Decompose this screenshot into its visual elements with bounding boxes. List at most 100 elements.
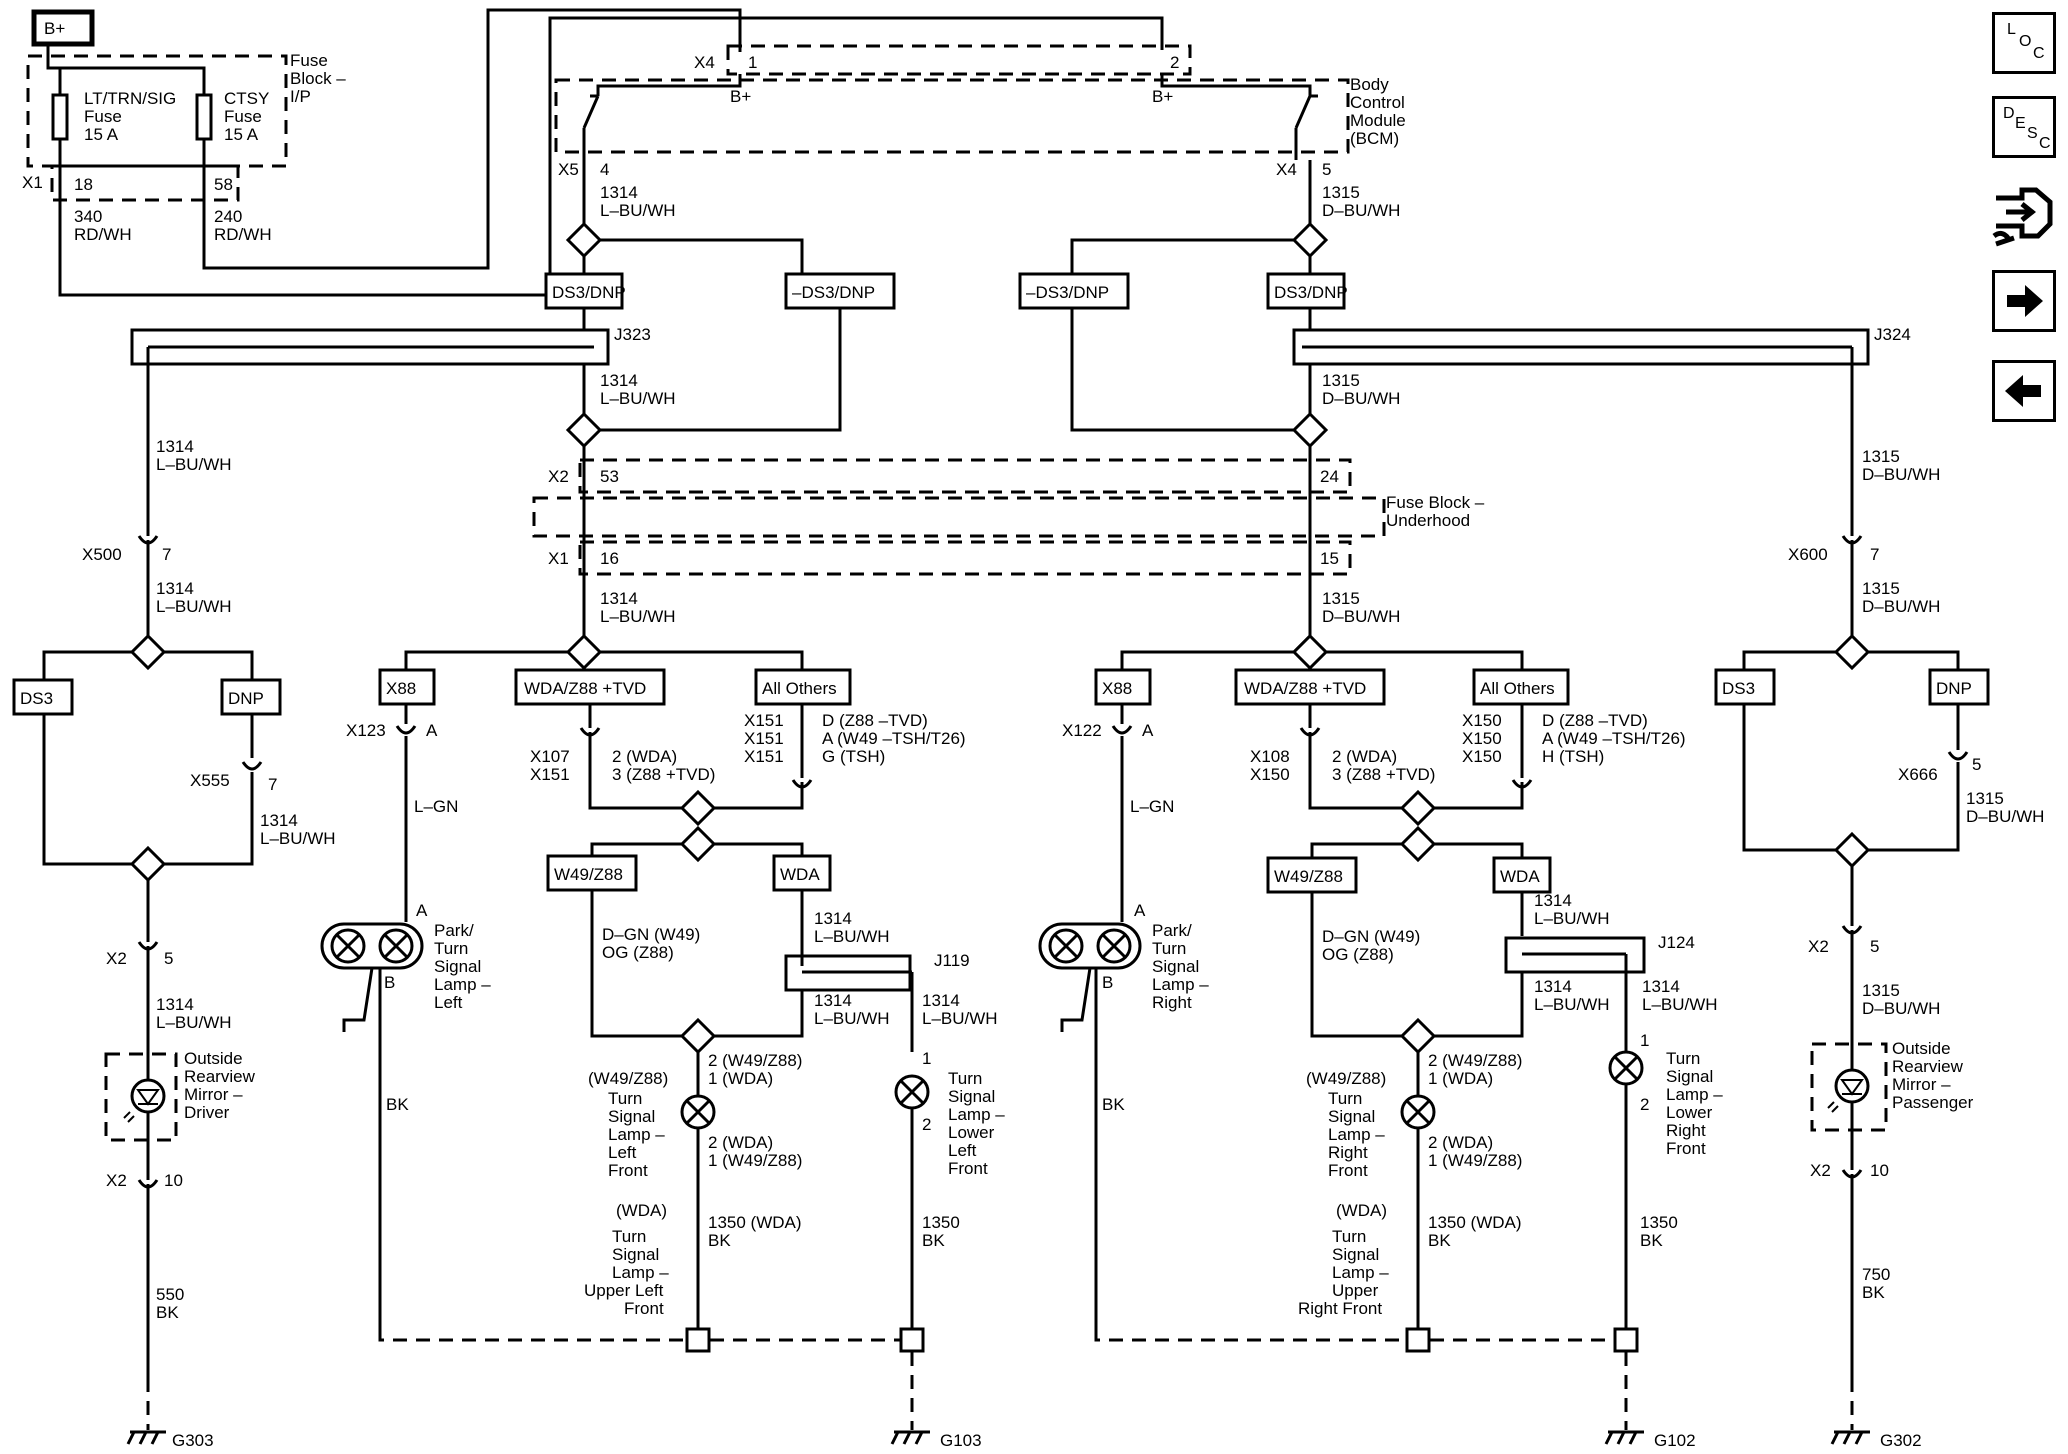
svg-text:1350: 1350 xyxy=(922,1213,960,1232)
x108-pins: 2 (WDA)3 (Z88 +TVD) xyxy=(1332,747,1435,784)
desc-letter-c: C xyxy=(2039,135,2051,152)
splice-diamond-l3 xyxy=(566,634,602,670)
svg-text:X107: X107 xyxy=(530,747,570,766)
svg-text:D–GN (W49): D–GN (W49) xyxy=(602,925,700,944)
splice-diamond-l6 xyxy=(680,1018,716,1054)
svg-text:2 (WDA): 2 (WDA) xyxy=(1332,747,1397,766)
svg-text:LT/TRN/SIG: LT/TRN/SIG xyxy=(84,89,176,108)
mirror-passenger-box xyxy=(1810,1042,1888,1132)
opt-dnp-right-text: DNP xyxy=(1936,679,1972,698)
opt-nds3dnp-left xyxy=(784,272,896,310)
svg-text:L–BU/WH: L–BU/WH xyxy=(814,927,890,946)
svg-text:Turn: Turn xyxy=(1332,1227,1366,1246)
opt-ds3-right-text: DS3 xyxy=(1722,679,1755,698)
x2b-driver-label: X2 xyxy=(106,1171,127,1190)
svg-text:15 A: 15 A xyxy=(224,125,259,144)
svg-text:2 (WDA): 2 (WDA) xyxy=(612,747,677,766)
splice-diamond-r3 xyxy=(1292,634,1328,670)
svg-text:Signal: Signal xyxy=(1152,957,1199,976)
svg-text:Signal: Signal xyxy=(1666,1067,1713,1086)
x666-label: X666 xyxy=(1898,765,1938,784)
svg-text:I/P: I/P xyxy=(290,87,311,106)
location-button[interactable]: L O C xyxy=(1992,12,2056,74)
connector-x4-top xyxy=(726,44,1192,76)
lamp-rf-w49-label: (W49/Z88) xyxy=(1306,1069,1386,1088)
previous-page-button[interactable] xyxy=(1992,360,2056,422)
x107-pins: 2 (WDA)3 (Z88 +TVD) xyxy=(612,747,715,784)
x2b-pass-label: X2 xyxy=(1810,1161,1831,1180)
x2-driver-pin-5: 5 xyxy=(164,949,173,968)
opt-ds3-left-text: DS3 xyxy=(20,689,53,708)
connector-x1-uh xyxy=(578,540,1352,576)
svg-text:X151: X151 xyxy=(744,711,784,730)
svg-text:CTSY: CTSY xyxy=(224,89,269,108)
park-right-pin-a: A xyxy=(1134,901,1146,920)
wire-lgn-right: L–GN xyxy=(1130,797,1174,816)
uh-x2-label: X2 xyxy=(548,467,569,486)
svg-text:Outside: Outside xyxy=(1892,1039,1951,1058)
svg-text:Signal: Signal xyxy=(434,957,481,976)
svg-text:Mirror –: Mirror – xyxy=(1892,1075,1951,1094)
connector-x122 xyxy=(1111,724,1133,735)
bplus-left: B+ xyxy=(730,87,751,106)
svg-text:X150: X150 xyxy=(1250,765,1290,784)
uh-pin-16: 16 xyxy=(600,549,619,568)
x555-pin-7: 7 xyxy=(268,775,277,794)
svg-text:Turn: Turn xyxy=(608,1089,642,1108)
svg-text:A (W49 –TSH/T26): A (W49 –TSH/T26) xyxy=(822,729,966,748)
opt-dnp-left xyxy=(220,678,282,716)
svg-text:Module: Module xyxy=(1350,111,1406,130)
loc-letter-c: C xyxy=(2033,45,2045,62)
desc-letter-d: D xyxy=(2003,105,2015,122)
svg-text:Mirror –: Mirror – xyxy=(184,1085,243,1104)
description-button[interactable]: D E S C xyxy=(1992,96,2056,158)
svg-text:Left: Left xyxy=(608,1143,637,1162)
svg-text:Fuse Block –: Fuse Block – xyxy=(1386,493,1485,512)
svg-text:1314: 1314 xyxy=(600,371,638,390)
x500-pin-7: 7 xyxy=(162,545,171,564)
next-page-button[interactable] xyxy=(1992,270,2056,332)
wire-lgn-left: L–GN xyxy=(414,797,458,816)
svg-text:X151: X151 xyxy=(530,765,570,784)
svg-text:1315: 1315 xyxy=(1862,579,1900,598)
svg-text:3 (Z88 +TVD): 3 (Z88 +TVD) xyxy=(612,765,715,784)
turn-lamp-lower-right-icon xyxy=(1608,1050,1644,1086)
svg-text:Fuse: Fuse xyxy=(224,107,262,126)
splice-diamond-r5 xyxy=(1400,826,1436,862)
svg-text:1314: 1314 xyxy=(922,991,960,1010)
svg-text:1314: 1314 xyxy=(814,991,852,1010)
wire-1350-wda-left: 1350 (WDA)BK xyxy=(708,1213,802,1250)
opt-nds3dnp-right xyxy=(1018,272,1130,310)
svg-text:Turn: Turn xyxy=(1328,1089,1362,1108)
x2b-driver-pin-10: 10 xyxy=(164,1171,183,1190)
svg-text:1315: 1315 xyxy=(1862,447,1900,466)
connector-x555 xyxy=(241,760,263,771)
svg-text:L–BU/WH: L–BU/WH xyxy=(600,607,676,626)
desc-letter-e: E xyxy=(2015,115,2026,132)
uh-pin-53: 53 xyxy=(600,467,619,486)
svg-text:L–BU/WH: L–BU/WH xyxy=(156,1013,232,1032)
opt-all-others-left xyxy=(754,668,852,706)
connector-view-button[interactable] xyxy=(1992,182,2056,247)
svg-text:D–BU/WH: D–BU/WH xyxy=(1322,389,1400,408)
svg-text:1314: 1314 xyxy=(1534,977,1572,996)
svg-text:3 (Z88 +TVD): 3 (Z88 +TVD) xyxy=(1332,765,1435,784)
opt-w49z88-right-text: W49/Z88 xyxy=(1274,867,1343,886)
park-left-pin-a: A xyxy=(416,901,428,920)
svg-text:D–BU/WH: D–BU/WH xyxy=(1862,465,1940,484)
